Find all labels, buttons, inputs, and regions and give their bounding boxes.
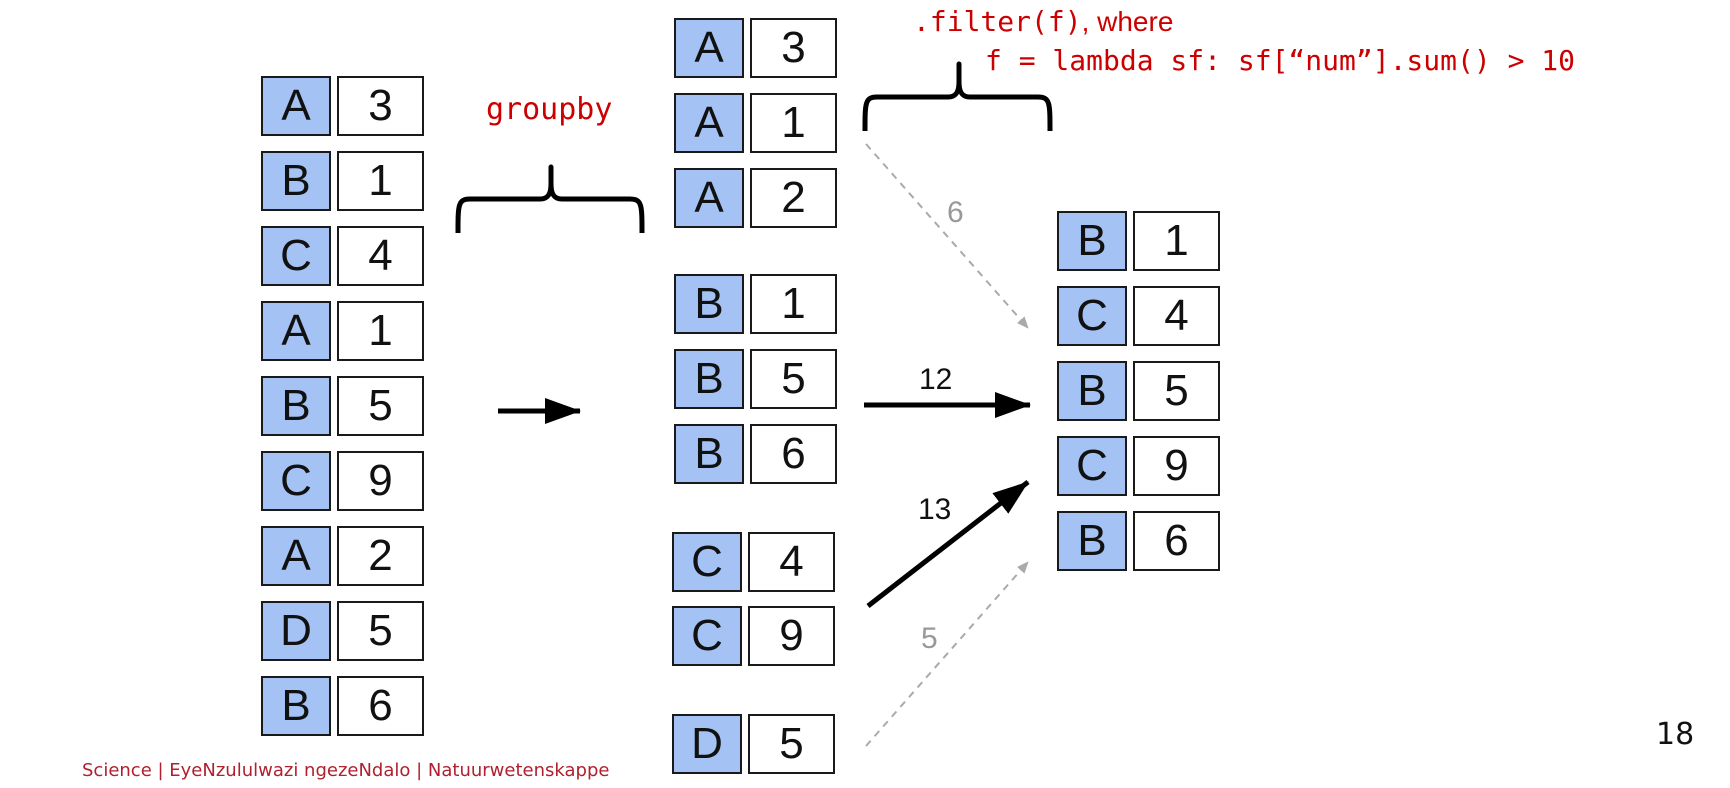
- value-cell: 1: [750, 93, 837, 153]
- key-cell: A: [261, 526, 331, 586]
- filter-code: .filter(f): [913, 5, 1082, 38]
- table-row: B 1: [1057, 211, 1220, 271]
- table-row: A 2: [674, 168, 837, 228]
- value-cell: 1: [1133, 211, 1220, 271]
- key-cell: C: [672, 532, 742, 592]
- value-cell: 5: [748, 714, 835, 774]
- key-cell: B: [1057, 511, 1127, 571]
- group-d-sum-label: 5: [921, 622, 938, 655]
- table-row: D 5: [261, 601, 424, 661]
- value-cell: 6: [1133, 511, 1220, 571]
- table-row: A 3: [674, 18, 837, 78]
- value-cell: 3: [337, 76, 424, 136]
- table-row: B 5: [1057, 361, 1220, 421]
- key-cell: B: [674, 349, 744, 409]
- value-cell: 1: [337, 301, 424, 361]
- value-cell: 4: [1133, 286, 1220, 346]
- table-row: B 6: [674, 424, 837, 484]
- key-cell: A: [674, 168, 744, 228]
- table-row: A 1: [674, 93, 837, 153]
- table-row: A 1: [261, 301, 424, 361]
- table-row: C 9: [672, 606, 835, 666]
- footer: Science | EyeNzululwazi ngezeNdalo | Nat…: [82, 760, 610, 781]
- value-cell: 5: [1133, 361, 1220, 421]
- table-row: C 4: [672, 532, 835, 592]
- key-cell: C: [261, 451, 331, 511]
- table-row: C 9: [1057, 436, 1220, 496]
- groupby-brace: [455, 164, 645, 234]
- key-cell: D: [261, 601, 331, 661]
- key-cell: B: [261, 151, 331, 211]
- value-cell: 6: [337, 676, 424, 736]
- key-cell: C: [672, 606, 742, 666]
- value-cell: 4: [748, 532, 835, 592]
- value-cell: 1: [750, 274, 837, 334]
- table-row: B 5: [261, 376, 424, 436]
- value-cell: 5: [337, 601, 424, 661]
- key-cell: C: [1057, 436, 1127, 496]
- filter-where: , where: [1081, 6, 1174, 37]
- value-cell: 2: [750, 168, 837, 228]
- group-a-sum-label: 6: [947, 196, 964, 229]
- value-cell: 3: [750, 18, 837, 78]
- table-row: D 5: [672, 714, 835, 774]
- key-cell: A: [674, 18, 744, 78]
- value-cell: 9: [1133, 436, 1220, 496]
- key-cell: D: [672, 714, 742, 774]
- table-row: B 6: [261, 676, 424, 736]
- value-cell: 2: [337, 526, 424, 586]
- value-cell: 5: [337, 376, 424, 436]
- value-cell: 5: [750, 349, 837, 409]
- value-cell: 4: [337, 226, 424, 286]
- table-row: B 1: [674, 274, 837, 334]
- group-c-arrow: [866, 480, 1030, 608]
- table-row: C 4: [261, 226, 424, 286]
- table-row: C 9: [261, 451, 424, 511]
- key-cell: C: [1057, 286, 1127, 346]
- key-cell: B: [1057, 361, 1127, 421]
- table-row: A 2: [261, 526, 424, 586]
- value-cell: 1: [337, 151, 424, 211]
- key-cell: B: [674, 274, 744, 334]
- group-c-sum-label: 13: [918, 493, 952, 526]
- key-cell: B: [674, 424, 744, 484]
- group-a-arrow: [865, 143, 1029, 329]
- lambda-code: f = lambda sf: sf[“num”].sum() > 10: [985, 44, 1576, 77]
- key-cell: A: [674, 93, 744, 153]
- filter-label: .filter(f), where: [913, 5, 1173, 38]
- table-row: B 1: [261, 151, 424, 211]
- table-row: A 3: [261, 76, 424, 136]
- table-row: B 6: [1057, 511, 1220, 571]
- key-cell: A: [261, 301, 331, 361]
- value-cell: 6: [750, 424, 837, 484]
- groupby-label: groupby: [486, 92, 613, 127]
- table-row: C 4: [1057, 286, 1220, 346]
- group-d-arrow: [865, 561, 1029, 747]
- group-b-sum-label: 12: [919, 363, 953, 396]
- key-cell: B: [261, 376, 331, 436]
- page-number: 18: [1656, 717, 1695, 752]
- key-cell: B: [1057, 211, 1127, 271]
- value-cell: 9: [748, 606, 835, 666]
- filter-brace: [862, 61, 1053, 132]
- key-cell: A: [261, 76, 331, 136]
- value-cell: 9: [337, 451, 424, 511]
- table-row: B 5: [674, 349, 837, 409]
- key-cell: B: [261, 676, 331, 736]
- key-cell: C: [261, 226, 331, 286]
